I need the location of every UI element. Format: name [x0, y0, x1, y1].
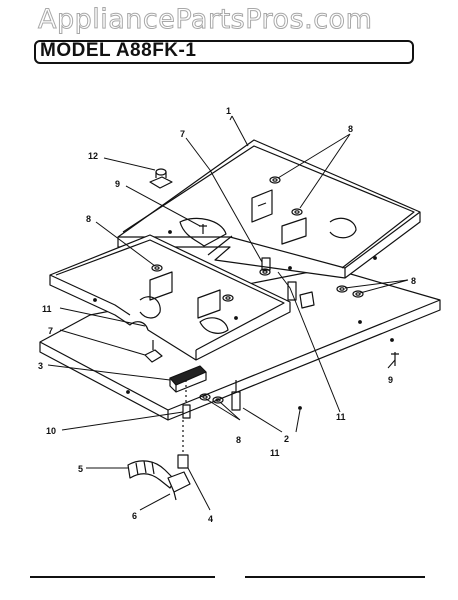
callout-7-left: 7: [48, 326, 53, 336]
footer-rule-left: [30, 576, 215, 578]
callout-8-left: 8: [86, 214, 91, 224]
model-title-frame: [34, 40, 414, 64]
callout-9-top: 9: [115, 179, 120, 189]
callout-7-top: 7: [180, 129, 185, 139]
callout-1: 1: [226, 106, 231, 116]
burner-set: [231, 281, 315, 411]
callout-8-right: 8: [411, 276, 416, 286]
callout-5: 5: [78, 464, 83, 474]
site-watermark: AppliancePartsPros.com: [37, 4, 373, 36]
callout-6: 6: [132, 511, 137, 521]
left-lower-panel: [49, 234, 291, 361]
callout-11-mid: 11: [336, 412, 346, 422]
leader-lines: [47, 115, 409, 511]
grommet-set: [151, 176, 364, 404]
callout-11-bottom: 11: [270, 448, 280, 458]
callout-labels: 1 7 8 12 9 8 8 11 7 3 9 10 11 2 11 8 5 4…: [38, 106, 416, 524]
callout-8-bottom: 8: [236, 435, 241, 445]
flex-hose-5: [127, 460, 176, 489]
terminal-block-3: [169, 365, 207, 393]
callout-9-right: 9: [388, 375, 393, 385]
fitting-4: [177, 420, 189, 469]
screw-set: [199, 224, 399, 366]
callout-4: 4: [208, 514, 213, 524]
orifice-holder-12: [149, 168, 173, 189]
regulator-6: [167, 471, 191, 501]
fitting-10: [182, 380, 191, 419]
footer-rule-right: [245, 576, 425, 578]
callout-11-left: 11: [42, 304, 52, 314]
callout-12: 12: [88, 151, 98, 161]
callout-8-top: 8: [348, 124, 353, 134]
valve-set: [144, 257, 271, 363]
callout-10: 10: [46, 426, 56, 436]
callout-3: 3: [38, 361, 43, 371]
callout-2: 2: [284, 434, 289, 444]
model-title: MODEL A88FK-1: [40, 40, 197, 61]
